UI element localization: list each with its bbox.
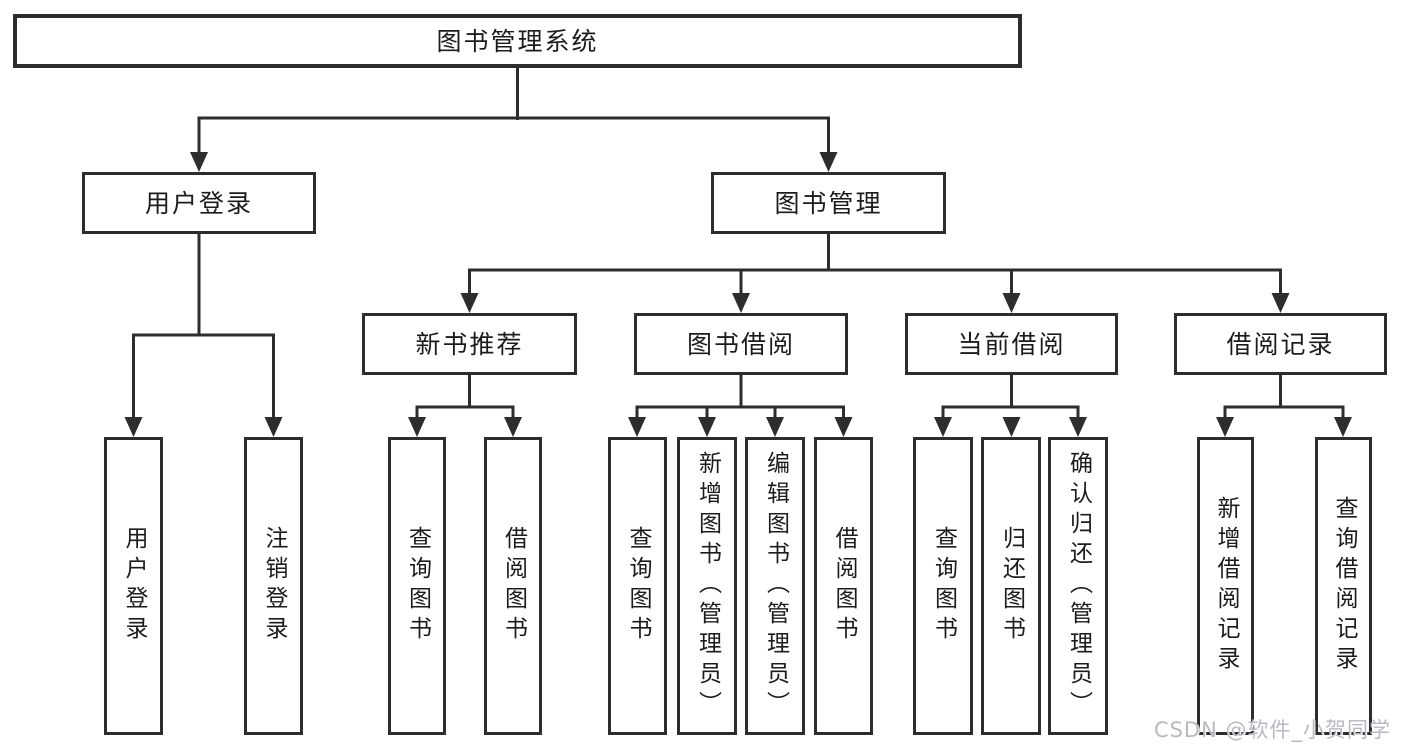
leaf-confirm-return-admin: 确认归还（管理员）: [1048, 437, 1108, 735]
node-label: 用户登录: [144, 188, 253, 218]
node-label: 新增图书（管理员）: [694, 451, 721, 721]
node-book-management: 图书管理: [711, 172, 946, 234]
leaf-add-borrow-record: 新增借阅记录: [1197, 437, 1254, 735]
node-label: 图书管理: [774, 188, 883, 218]
node-library-system: 图书管理系统: [13, 14, 1022, 68]
node-label: 借阅图书: [500, 526, 527, 646]
node-label: 确认归还（管理员）: [1065, 451, 1092, 721]
leaf-query-books-1: 查询图书: [388, 437, 446, 735]
leaf-borrow-books-2: 借阅图书: [814, 437, 873, 735]
node-current-borrowing: 当前借阅: [905, 313, 1118, 375]
node-label: 归还图书: [998, 526, 1025, 646]
leaf-add-books-admin: 新增图书（管理员）: [677, 437, 737, 735]
node-label: 当前借阅: [957, 329, 1066, 359]
node-book-borrowing: 图书借阅: [634, 313, 848, 375]
leaf-user-login: 用户登录: [104, 437, 163, 735]
node-label: 用户登录: [121, 526, 147, 646]
node-label: 编辑图书（管理员）: [762, 451, 789, 721]
leaf-borrow-books-1: 借阅图书: [484, 437, 542, 735]
leaf-query-books-2: 查询图书: [608, 437, 667, 735]
node-label: 图书借阅: [686, 329, 795, 359]
leaf-logout: 注销登录: [244, 437, 303, 735]
node-new-book-recommend: 新书推荐: [362, 313, 577, 375]
node-label: 借阅记录: [1226, 329, 1335, 359]
node-label: 新书推荐: [415, 329, 524, 359]
leaf-query-books-3: 查询图书: [913, 437, 973, 735]
node-label: 查询图书: [404, 526, 431, 646]
node-label: 新增借阅记录: [1213, 496, 1239, 676]
node-user-login-branch: 用户登录: [82, 172, 316, 234]
node-label: 查询借阅记录: [1331, 496, 1357, 676]
node-label: 查询图书: [625, 526, 651, 646]
leaf-query-borrow-record: 查询借阅记录: [1315, 437, 1372, 735]
leaf-edit-books-admin: 编辑图书（管理员）: [745, 437, 805, 735]
csdn-watermark: CSDN @软件_小贺同学: [1153, 718, 1391, 742]
node-label: 图书管理系统: [436, 26, 599, 56]
node-label: 查询图书: [930, 526, 957, 646]
node-label: 借阅图书: [831, 526, 857, 646]
leaf-return-books: 归还图书: [981, 437, 1041, 735]
node-label: 注销登录: [261, 526, 287, 646]
node-borrow-records: 借阅记录: [1174, 313, 1387, 375]
